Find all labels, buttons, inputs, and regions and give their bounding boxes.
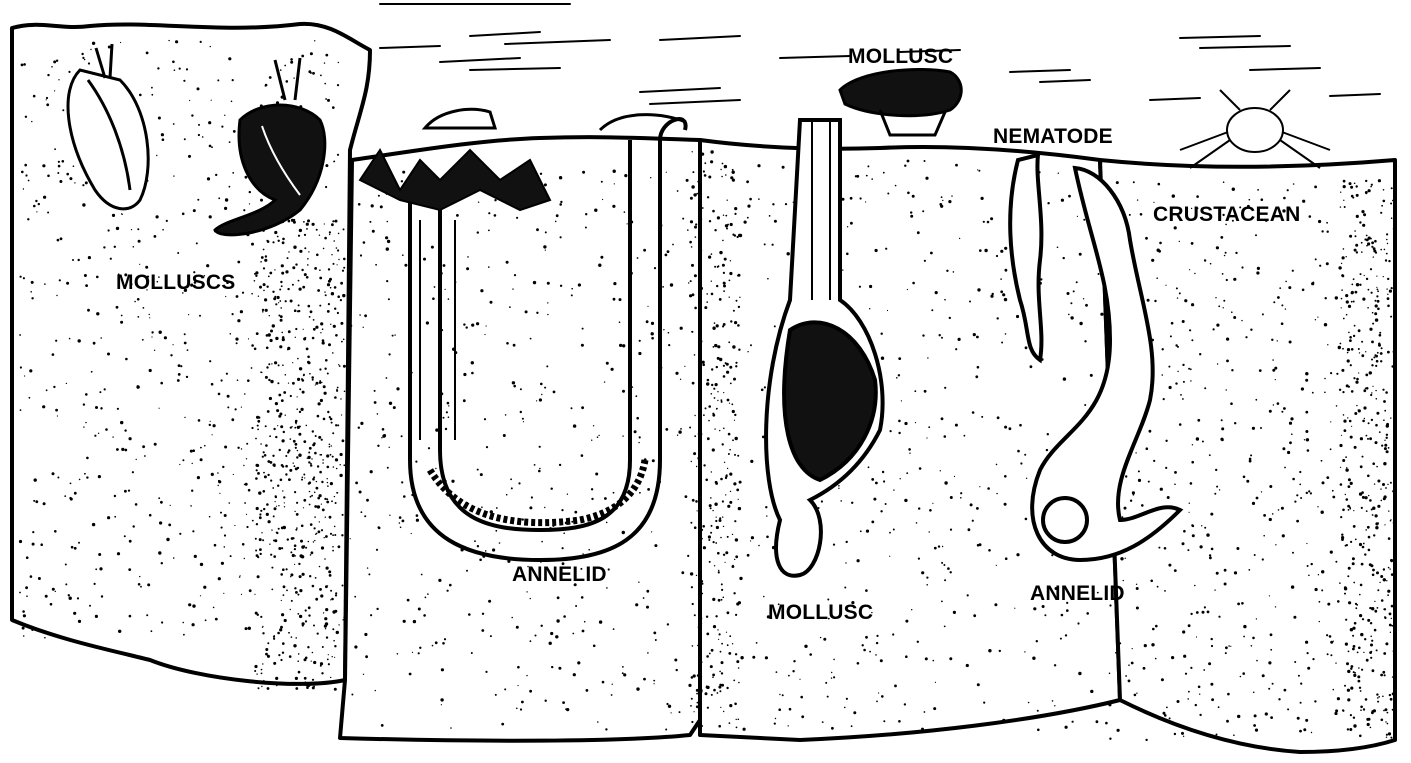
label-crustacean: CRUSTACEAN: [1153, 204, 1300, 225]
label-annelid-left: ANNELID: [512, 564, 607, 585]
label-mollusc-top: MOLLUSC: [848, 46, 953, 67]
label-nematode: NEMATODE: [993, 126, 1113, 147]
surface-shell: [425, 109, 495, 128]
label-molluscs: MOLLUSCS: [116, 272, 235, 293]
top-mollusc-illustration: [840, 69, 961, 135]
label-annelid-right: ANNELID: [1030, 583, 1125, 604]
crustacean-illustration: [1180, 90, 1330, 168]
sediment-block: [12, 24, 1395, 752]
label-mollusc-bottom: MOLLUSC: [768, 602, 873, 623]
